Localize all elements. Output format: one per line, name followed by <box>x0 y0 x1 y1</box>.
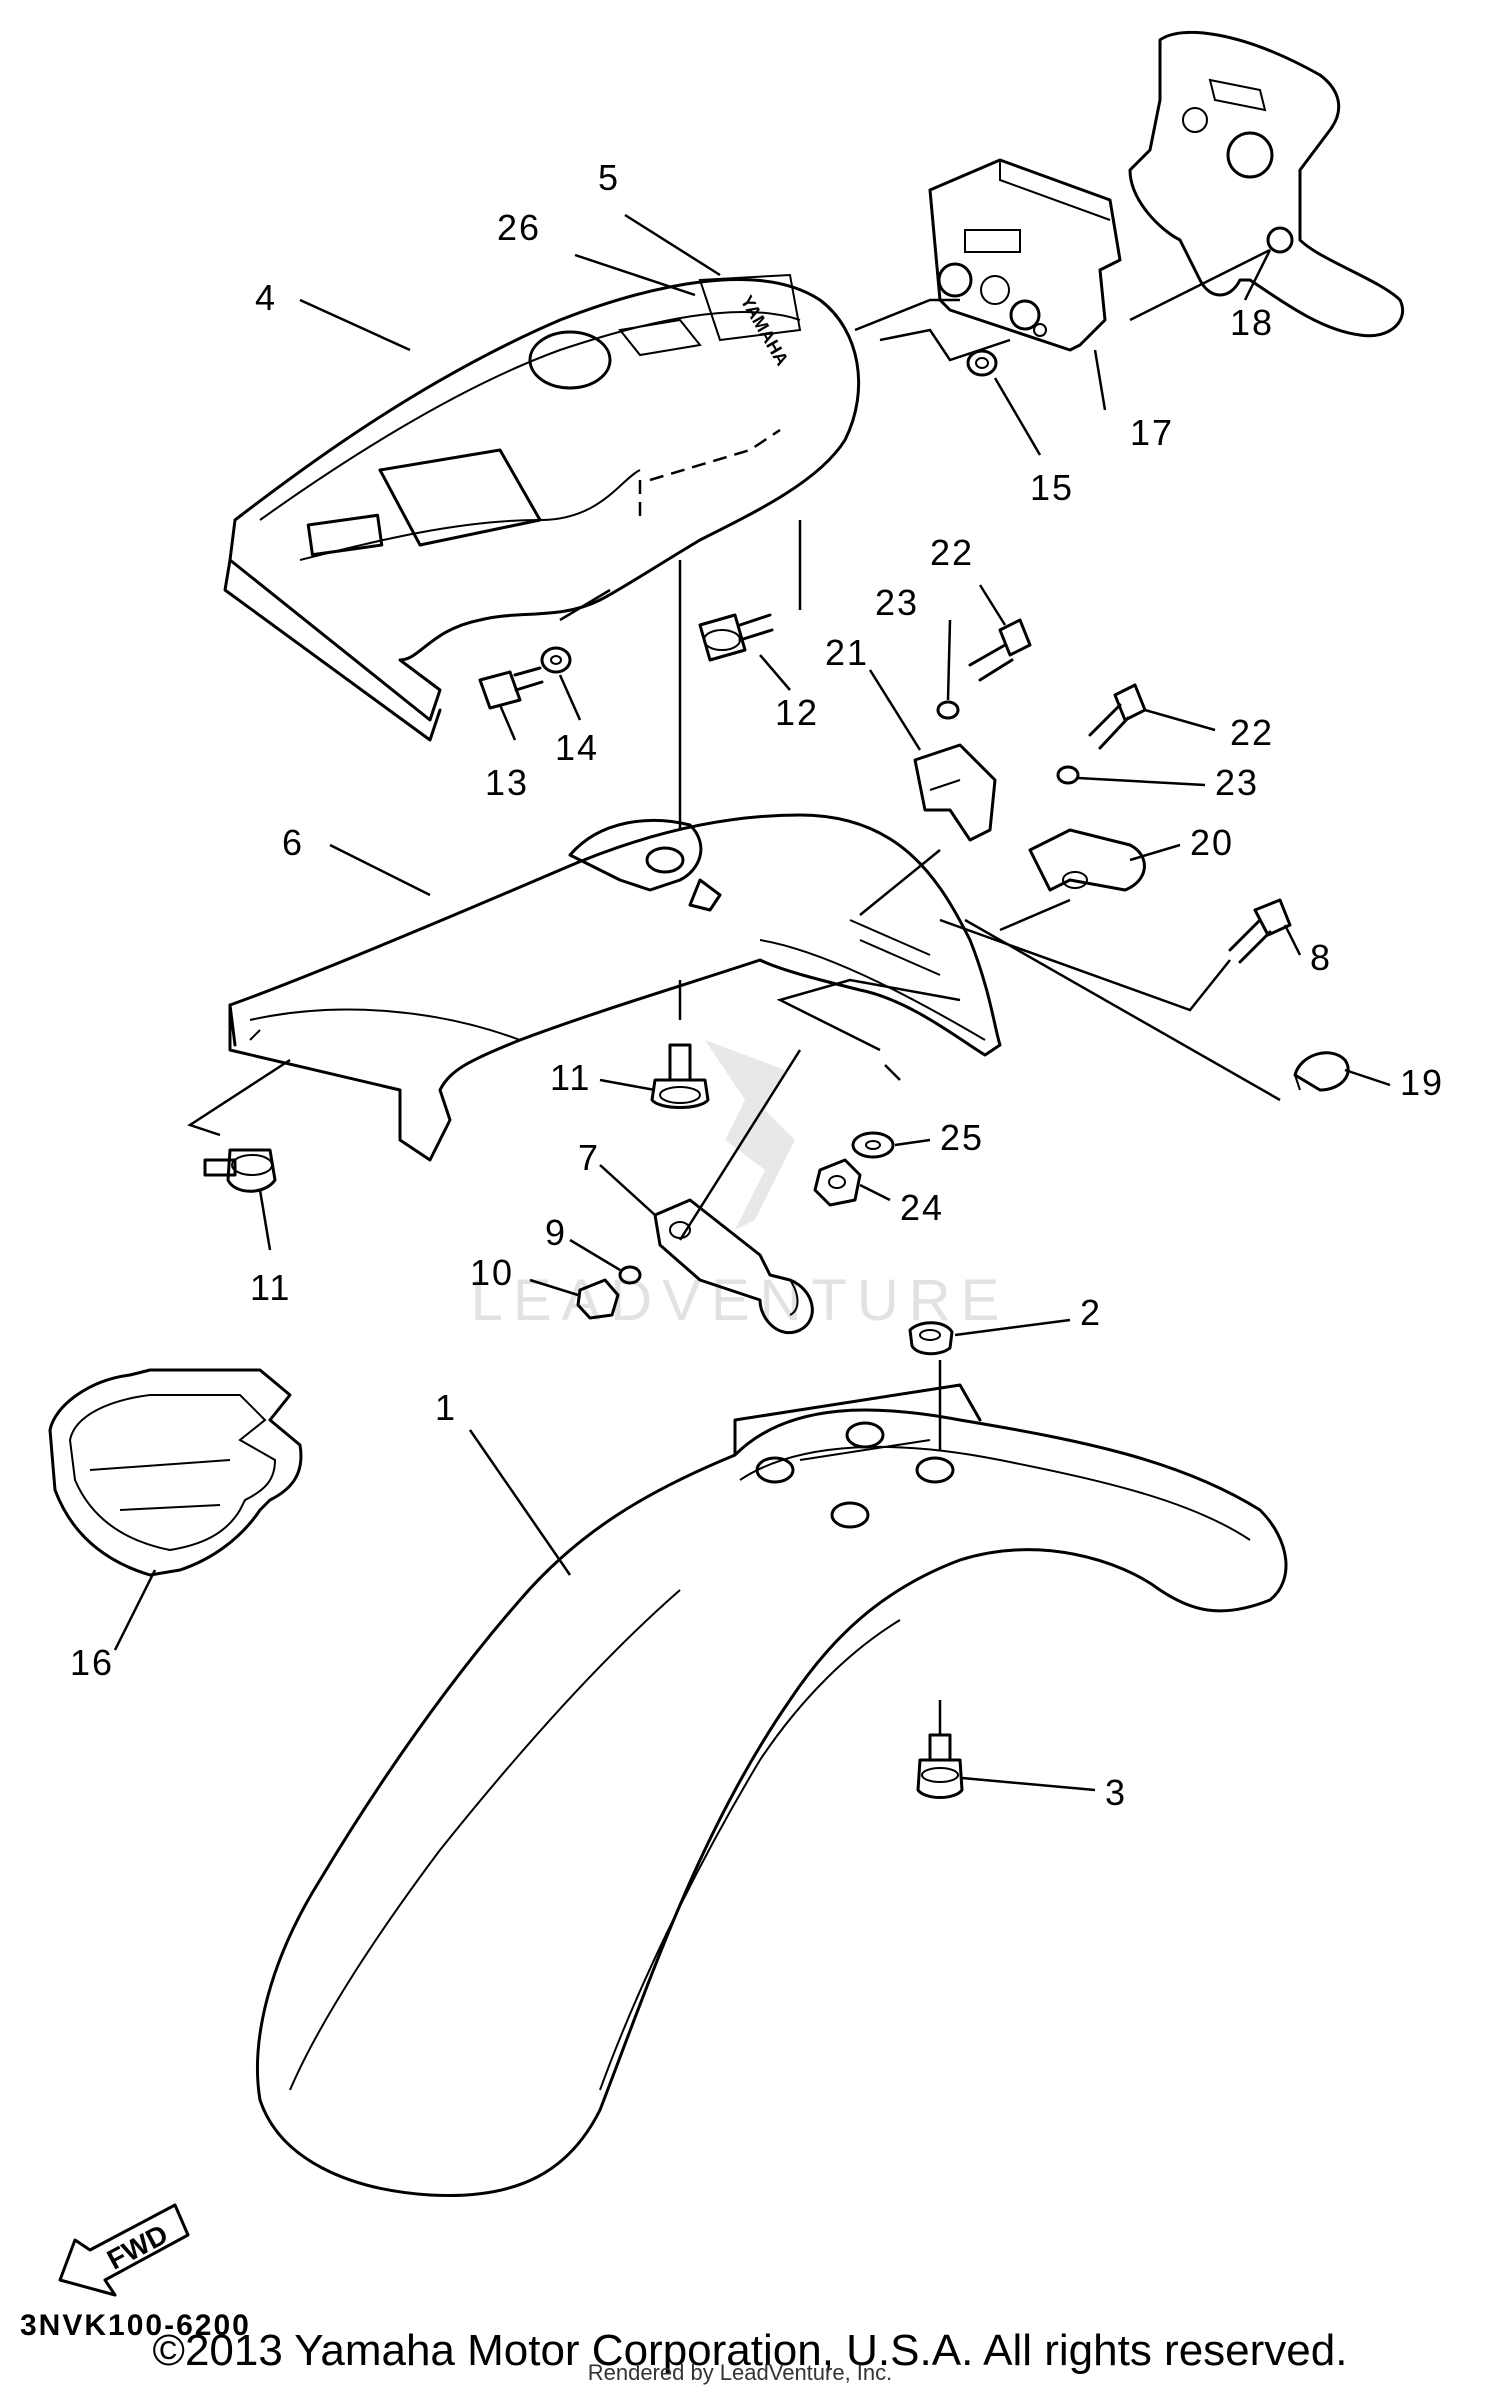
part-18-bracket <box>1128 30 1405 338</box>
callouts: 1 2 3 4 5 6 7 8 9 10 11 11 12 13 14 15 1… <box>70 157 1444 1813</box>
callout-21: 21 <box>825 632 869 673</box>
part-16-guard <box>48 1368 303 1577</box>
part-7-bracket <box>653 1198 814 1335</box>
part-21-bracket <box>913 743 997 842</box>
callout-7: 7 <box>578 1137 600 1178</box>
callout-12: 12 <box>775 692 819 733</box>
callout-15: 15 <box>1030 467 1074 508</box>
part-11-bolt-left <box>203 1148 277 1193</box>
part-22-bolt-upper <box>968 618 1032 682</box>
callout-17: 17 <box>1130 412 1174 453</box>
brand-decal: YAMAHA <box>737 292 793 369</box>
assembly-lines-middle <box>187 849 1281 1241</box>
part-25-washer <box>851 1131 895 1159</box>
callout-5: 5 <box>598 157 620 198</box>
callout-16: 16 <box>70 1642 114 1683</box>
part-23-washer-upper <box>936 700 960 720</box>
rendered-by: Rendered by LeadVenture, Inc. <box>588 2360 893 2385</box>
callout-25: 25 <box>940 1117 984 1158</box>
watermark: LEADVENTURE <box>471 1040 1010 1333</box>
callout-20: 20 <box>1190 822 1234 863</box>
callout-14: 14 <box>555 727 599 768</box>
callout-18: 18 <box>1230 302 1274 343</box>
part-12-bolt <box>698 613 774 662</box>
part-17-taillight <box>928 158 1122 352</box>
callout-11-left: 11 <box>250 1267 291 1308</box>
part-14-washer <box>540 646 572 674</box>
drawing-code: 3NVK100-6200 <box>20 2309 251 2342</box>
part-6-rear-fender <box>228 813 1002 1162</box>
callout-4: 4 <box>255 277 277 318</box>
callout-9: 9 <box>545 1212 567 1253</box>
callout-19: 19 <box>1400 1062 1444 1103</box>
callout-11-right: 11 <box>550 1057 591 1098</box>
fwd-label: FWD <box>102 2218 173 2275</box>
watermark-text: LEADVENTURE <box>471 1268 1010 1333</box>
part-19-cap <box>1293 1051 1350 1092</box>
callout-22-top: 22 <box>930 532 974 573</box>
part-24-nut <box>813 1158 862 1207</box>
part-2-grommet <box>908 1321 954 1356</box>
callout-26: 26 <box>497 207 541 248</box>
part-15-grommet <box>966 349 998 377</box>
part-4-rear-fender-cover: YAMAHA <box>223 273 861 742</box>
callout-24: 24 <box>900 1187 944 1228</box>
part-1-front-fender <box>256 1360 1288 2198</box>
callout-10: 10 <box>470 1252 514 1293</box>
copyright-notice: ©2013 Yamaha Motor Corporation, U.S.A. A… <box>153 2326 1348 2375</box>
callout-13: 13 <box>485 762 529 803</box>
part-10-nut <box>576 1278 620 1320</box>
callout-6: 6 <box>282 822 304 863</box>
part-22-bolt-lower <box>1088 683 1147 750</box>
part-3-bolt <box>916 1733 964 1799</box>
callout-3: 3 <box>1105 1772 1127 1813</box>
callout-leaders <box>113 213 1391 1792</box>
assembly-lines-top <box>559 248 1271 830</box>
part-23-washer-lower <box>1056 765 1080 785</box>
callout-2: 2 <box>1080 1292 1102 1333</box>
callout-1: 1 <box>435 1387 457 1428</box>
fwd-arrow-icon: FWD <box>58 2203 190 2297</box>
callout-23-top: 23 <box>875 582 919 623</box>
part-20-bracket <box>1028 828 1146 892</box>
part-8-bolt <box>1228 898 1292 964</box>
callout-8: 8 <box>1310 937 1332 978</box>
part-13-bolt <box>478 666 544 710</box>
callout-23-right: 23 <box>1215 762 1259 803</box>
callout-22-right: 22 <box>1230 712 1274 753</box>
part-9-washer <box>618 1265 642 1285</box>
part-11-bolt-right <box>650 1043 710 1109</box>
